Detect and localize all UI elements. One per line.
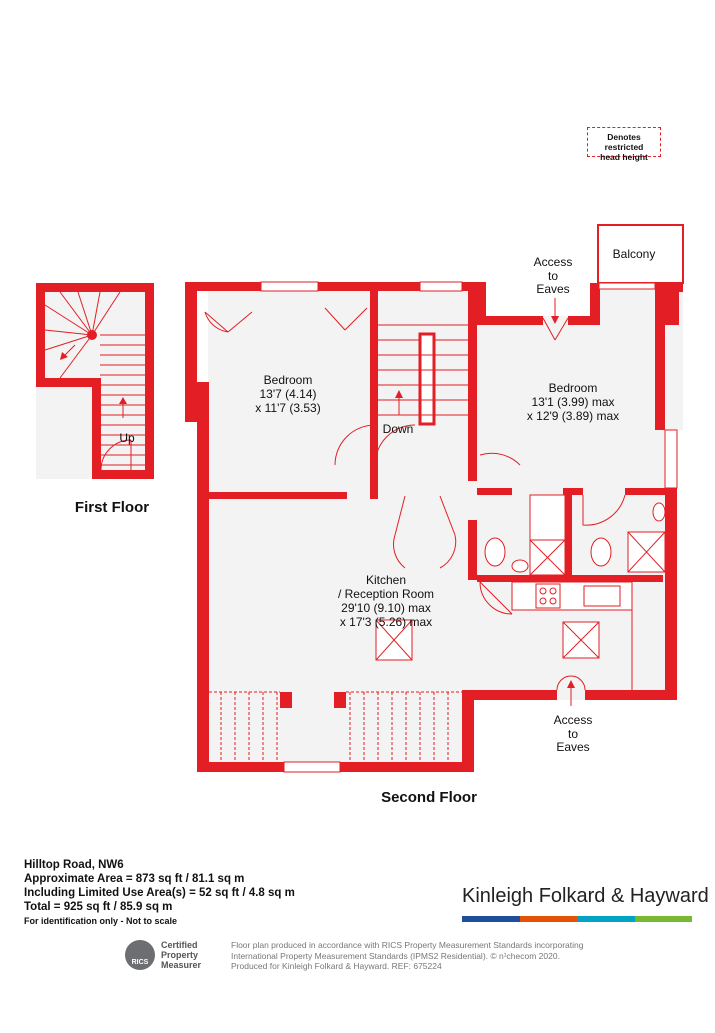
disclaimer-line2: International Property Measurement Stand…	[231, 950, 560, 961]
disclaimer-line3: Produced for Kinleigh Folkard & Hayward.…	[231, 961, 442, 971]
restricted-height-legend: Denotes restricted head height	[587, 127, 661, 162]
brand-bar-orange	[519, 916, 577, 922]
rics-badge: RICS Certified Property Measurer	[125, 940, 221, 970]
second-floor-plan	[185, 224, 684, 773]
brand-bar-cyan	[577, 916, 635, 922]
brand-bar-blue	[462, 916, 520, 922]
identification-note: For identification only - Not to scale	[24, 916, 178, 926]
up-label: Up	[119, 431, 135, 445]
access-top-line1: Access	[534, 255, 573, 269]
first-floor-plan	[36, 283, 154, 479]
total-area: Total = 925 sq ft / 85.9 sq m	[24, 901, 173, 913]
bedroom2-dim1: 13'1 (3.99) max	[532, 395, 615, 409]
second-floor-label: Second Floor	[381, 789, 477, 806]
brand-name: Kinleigh Folkard & Hayward	[462, 885, 709, 907]
legend-line1: Denotes restricted	[604, 132, 644, 152]
bedroom1-dim1: 13'7 (4.14)	[260, 387, 317, 401]
down-label: Down	[383, 422, 414, 436]
kitchen-dim2: x 17'3 (5.26) max	[340, 615, 432, 629]
disclaimer-line1: Floor plan produced in accordance with R…	[231, 940, 584, 950]
access-bottom-line3: Eaves	[556, 740, 589, 754]
limited-use-area: Including Limited Use Area(s) = 52 sq ft…	[24, 887, 295, 899]
access-bottom-line2: to	[568, 727, 578, 741]
rics-text: Certified Property Measurer	[161, 940, 202, 970]
access-top-line3: Eaves	[536, 282, 569, 296]
brand-bar-green	[634, 916, 692, 922]
legend-line2: head height	[600, 152, 648, 162]
access-top-line2: to	[548, 269, 558, 283]
kitchen-name: Kitchen	[366, 573, 406, 587]
bedroom2-name: Bedroom	[549, 381, 598, 395]
disclaimer: Floor plan produced in accordance with R…	[231, 940, 601, 972]
access-bottom-line1: Access	[554, 713, 593, 727]
bedroom2-dim2: x 12'9 (3.89) max	[527, 409, 619, 423]
address: Hilltop Road, NW6	[24, 859, 124, 871]
approx-area: Approximate Area = 873 sq ft / 81.1 sq m	[24, 873, 245, 885]
bedroom1-dim2: x 11'7 (3.53)	[255, 401, 320, 415]
brand-color-bar	[462, 916, 692, 922]
property-info: Hilltop Road, NW6 Approximate Area = 873…	[24, 858, 295, 928]
rics-logo-icon: RICS	[125, 940, 155, 970]
first-floor-label: First Floor	[75, 499, 149, 516]
bedroom1-name: Bedroom	[264, 373, 313, 387]
kitchen-line2: / Reception Room	[338, 587, 434, 601]
balcony-label: Balcony	[613, 247, 656, 261]
kitchen-dim1: 29'10 (9.10) max	[341, 601, 431, 615]
